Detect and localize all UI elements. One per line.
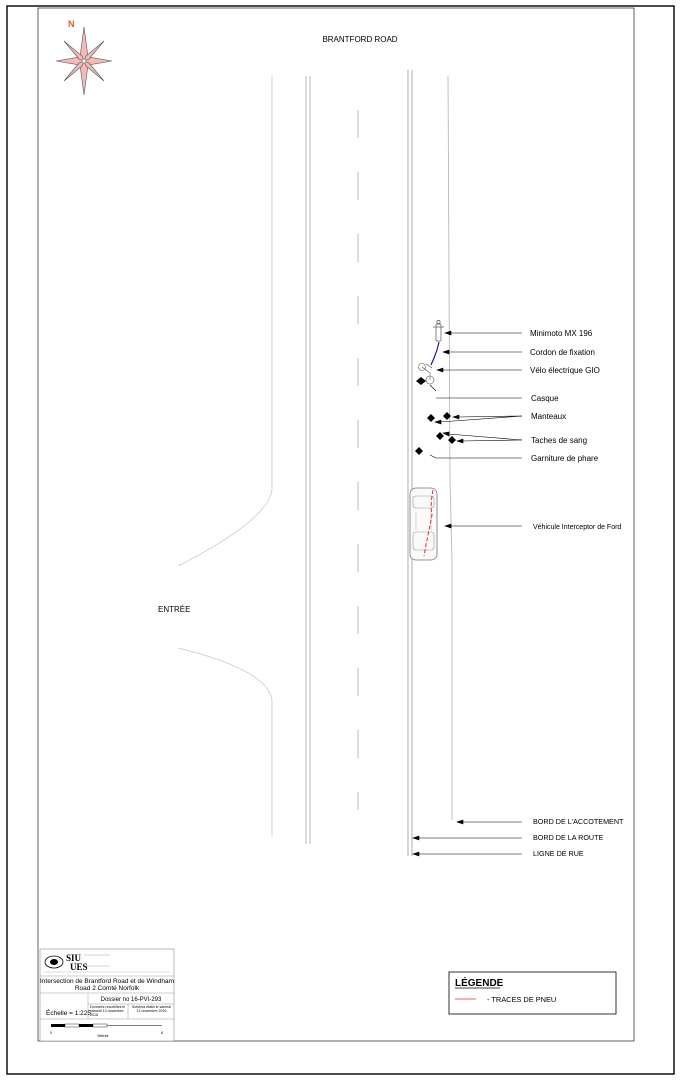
- shoulder-line: [447, 75, 453, 820]
- ford-interceptor-icon: [409, 487, 438, 561]
- coat-marker-1: [427, 414, 435, 422]
- scale-start: 0: [50, 1031, 52, 1035]
- left-road-edge: [177, 76, 273, 836]
- label-road-edge: BORD DE LA ROUTE: [533, 833, 603, 842]
- scale-end: 8: [161, 1031, 163, 1035]
- scale-bar: 0 Mètres 8: [50, 1023, 163, 1038]
- strap-line: [430, 341, 440, 366]
- siu-logo-icon: SIU UES: [44, 953, 170, 973]
- inner-frame: [37, 7, 635, 1042]
- title-location-1: Intersection de Brantford Road et de Win…: [40, 978, 174, 985]
- title-location-2: Road 2 Comté Norfolk: [75, 985, 140, 992]
- right-road-edge: [407, 70, 413, 856]
- legend-title: LÉGENDE: [455, 976, 504, 989]
- label-ebike: Vélo électrique GIO: [530, 366, 600, 375]
- label-coats: Manteaux: [531, 412, 566, 421]
- title-scale: Échelle = 1:225: [46, 1008, 91, 1017]
- blood-marker-1: [436, 432, 444, 440]
- svg-text:SIU: SIU: [66, 953, 82, 963]
- label-strap: Cordon de fixation: [530, 348, 595, 357]
- legend: LÉGENDE - TRACES DE PNEU: [448, 971, 617, 1015]
- ebike-icon: [418, 363, 435, 385]
- legend-tire-label: - TRACES DE PNEU: [487, 995, 556, 1004]
- helmet-marker: [416, 377, 426, 385]
- title-file-no: Dossier no 16-PVI-293: [101, 997, 162, 1003]
- leader-lines: [412, 330, 523, 857]
- label-vehicle: Véhicule Interceptor de Ford: [533, 524, 621, 531]
- centre-double-line: [305, 76, 311, 844]
- label-blood: Taches de sang: [531, 436, 587, 445]
- road-name: BRANTFORD ROAD: [322, 35, 397, 44]
- label-street-line: LIGNE DE RUE: [533, 849, 584, 858]
- scale-mid: Mètres: [98, 1034, 109, 1038]
- title-drawn: Schéma établi le samedi 12 novembre 2016: [132, 1005, 171, 1013]
- label-shoulder: BORD DE L'ACCOTEMENT: [533, 817, 624, 826]
- title-data-collected: Données recueillies le samedi 12 novembr…: [90, 1005, 125, 1017]
- coat-marker-2: [443, 412, 451, 420]
- outer-frame: [6, 5, 675, 1075]
- compass-icon: [55, 26, 113, 96]
- label-headlight-trim: Garniture de phare: [531, 454, 599, 463]
- trim-marker: [415, 447, 423, 455]
- title-block: SIU UES Intersection de Brantford Road e…: [39, 948, 175, 1042]
- label-helmet: Casque: [531, 394, 559, 403]
- svg-text:UES: UES: [70, 962, 88, 972]
- tire-marks-line: [423, 489, 434, 557]
- blood-marker-2: [448, 436, 456, 444]
- minimoto-icon: [433, 320, 444, 342]
- label-minimoto: Minimoto MX 196: [530, 329, 593, 338]
- north-label: N: [68, 19, 75, 29]
- entrance-label: ENTRÉE: [158, 605, 190, 614]
